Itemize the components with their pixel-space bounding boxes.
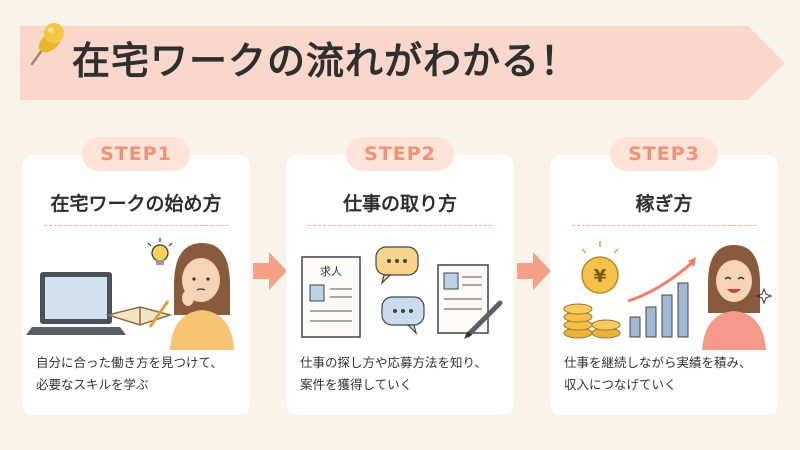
pen-icon: [464, 300, 503, 339]
chat-bubble-icon: [381, 296, 425, 335]
description-line: 必要なスキルを学ぶ: [36, 377, 149, 392]
description-line: 収入につなげていく: [564, 377, 677, 392]
step-description: 仕事の探し方や応募方法を知り、 案件を獲得していく: [300, 352, 510, 396]
title-banner: [20, 22, 785, 100]
banner-shape: [20, 26, 785, 100]
yen-coin-icon: ¥: [581, 241, 619, 294]
step-description: 自分に合った働き方を見つけて、 必要なスキルを学ぶ: [36, 352, 246, 396]
notebook-icon: [105, 300, 173, 328]
step-badge: STEP3: [610, 137, 718, 171]
dashed-divider: [572, 225, 756, 226]
description-line: 仕事を継続しながら実績を積み、: [564, 355, 752, 370]
step-card-1: STEP1 在宅ワークの始め方: [22, 137, 250, 415]
step-description: 仕事を継続しながら実績を積み、 収入につなげていく: [564, 352, 774, 396]
job-posting-icon: 求人: [301, 256, 361, 338]
step-title: 在宅ワークの始め方: [50, 193, 222, 215]
growth-chart-icon: [627, 257, 696, 338]
yen-symbol: ¥: [594, 266, 607, 287]
dashed-divider: [308, 225, 492, 226]
step1-illustration: [26, 238, 234, 350]
description-line: 仕事の探し方や応募方法を知り、: [300, 355, 488, 370]
happy-woman-icon: [702, 245, 773, 350]
step-card-2: STEP2 仕事の取り方 求人: [286, 137, 514, 415]
step-badge: STEP1: [82, 137, 190, 171]
step-title: 仕事の取り方: [342, 193, 457, 215]
step-card-3: STEP3 稼ぎ方 ¥: [550, 137, 778, 415]
lightbulb-icon: [147, 238, 173, 265]
step2-illustration: 求人: [301, 246, 503, 339]
step-title: 稼ぎ方: [635, 193, 693, 215]
description-line: 案件を獲得していく: [300, 377, 413, 392]
arrow-right-icon: [517, 252, 551, 290]
chat-bubble-icon: [375, 246, 419, 285]
coin-stack-icon: [563, 303, 621, 339]
laptop-icon: [26, 272, 126, 335]
dashed-divider: [44, 225, 228, 226]
step-badge: STEP2: [346, 137, 454, 171]
pushpin-icon: [30, 23, 64, 66]
job-label: 求人: [320, 265, 342, 278]
page-title: 在宅ワークの流れがわかる！: [72, 39, 580, 83]
arrow-right-icon: [253, 252, 287, 290]
step3-illustration: ¥: [563, 241, 773, 350]
thinking-woman-icon: [170, 243, 234, 350]
description-line: 自分に合った働き方を見つけて、: [36, 355, 223, 370]
